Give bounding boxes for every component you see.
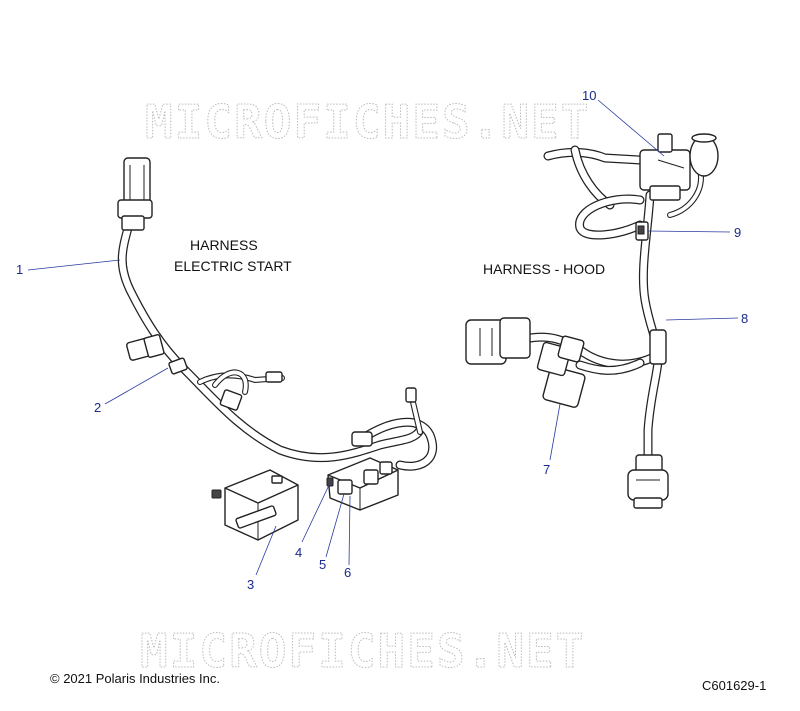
solenoid-part-10 (639, 133, 719, 201)
fuse-holder-parts-4-5-6 (326, 431, 399, 511)
right-harness-title: HARNESS - HOOD (483, 261, 605, 277)
callout-2: 2 (94, 400, 101, 415)
callout-4: 4 (295, 545, 302, 560)
relay-part-3 (211, 469, 299, 541)
sleeve-part-8 (649, 329, 667, 365)
callout-9: 9 (734, 225, 741, 240)
callout-7: 7 (543, 462, 550, 477)
left-harness-title-line1: HARNESS (190, 237, 258, 253)
hood-connector-bottom (627, 454, 669, 509)
watermark-top: MICROFICHES.NET (145, 95, 590, 149)
main-connector-top (117, 157, 153, 231)
figure-id: C601629-1 (702, 678, 766, 693)
connector-part-7 (536, 335, 586, 408)
callout-8: 8 (741, 311, 748, 326)
left-harness-title-line2: ELECTRIC START (174, 258, 292, 274)
callout-1: 1 (16, 262, 23, 277)
callout-10: 10 (582, 88, 596, 103)
connector-2 (126, 334, 188, 375)
watermark-bottom: MICROFICHES.NET (140, 624, 585, 678)
callout-3: 3 (247, 577, 254, 592)
harness-hood (465, 133, 719, 509)
hood-connector-large (465, 317, 531, 365)
callout-5: 5 (319, 557, 326, 572)
harness-electric-start (117, 157, 438, 541)
copyright-text: © 2021 Polaris Industries Inc. (50, 671, 220, 686)
callout-6: 6 (344, 565, 351, 580)
